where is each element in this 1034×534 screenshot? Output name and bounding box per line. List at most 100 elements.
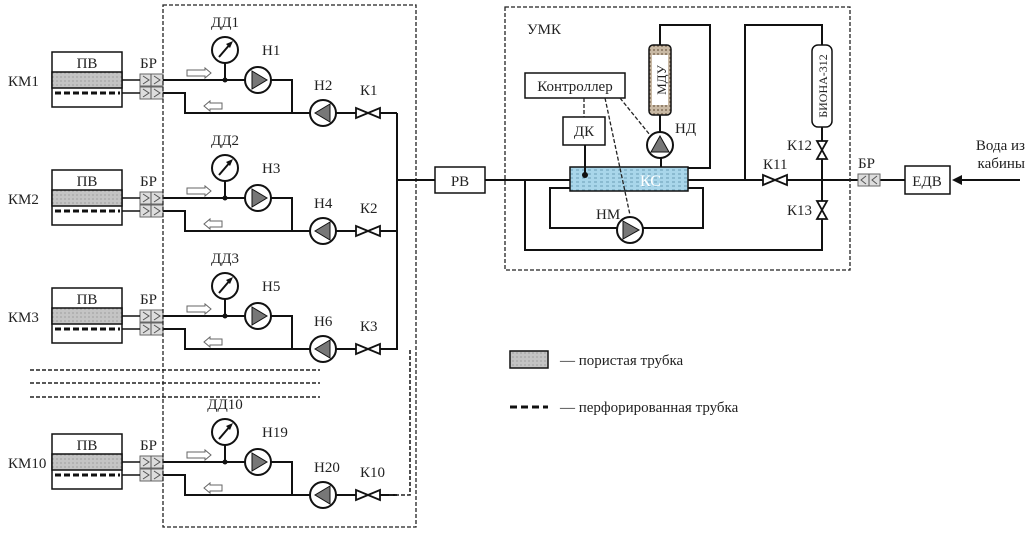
pump-icon <box>309 335 337 363</box>
valve-label: К3 <box>360 319 378 335</box>
br-label: БР <box>140 292 157 308</box>
pump-icon <box>244 448 272 476</box>
k11-valve-icon <box>762 173 788 187</box>
pressure-gauge-label: ДД2 <box>211 133 239 149</box>
flow-left-arrow-icon <box>203 99 223 113</box>
pump-label: Н1 <box>262 43 280 59</box>
pump-icon <box>244 184 272 212</box>
km-label: КМ2 <box>8 192 39 208</box>
flow-right-arrow-icon <box>186 302 212 316</box>
porous-tube <box>51 453 123 471</box>
pv-label: ПВ <box>77 174 98 190</box>
pressure-gauge-label: ДД1 <box>211 15 239 31</box>
pump-icon <box>309 99 337 127</box>
edv-label: ЕДВ <box>912 174 941 190</box>
pump-label: Н5 <box>262 279 280 295</box>
km-label: КМ3 <box>8 310 39 326</box>
ks-chamber <box>569 166 689 192</box>
br-connector <box>139 468 164 482</box>
pump-icon <box>244 66 272 94</box>
rv-box <box>434 166 486 194</box>
br-label: БР <box>140 438 157 454</box>
pv-label: ПВ <box>77 438 98 454</box>
br-label: БР <box>140 56 157 72</box>
pressure-gauge-label: ДД3 <box>211 251 239 267</box>
valve-icon <box>355 342 381 356</box>
valve-label: К10 <box>360 465 385 481</box>
biona-label: БИОНА-312 <box>816 54 830 118</box>
k12-label: К12 <box>787 138 812 154</box>
pump-icon <box>309 217 337 245</box>
br-connector <box>139 455 164 469</box>
pump-label: Н19 <box>262 425 288 441</box>
flow-left-arrow-icon <box>203 217 223 231</box>
br-inlet-label: БР <box>858 156 875 172</box>
umk-boundary <box>504 6 851 271</box>
pump-icon <box>244 302 272 330</box>
inlet-label-2: кабины <box>978 156 1025 172</box>
legend-porous-swatch <box>509 350 549 369</box>
flow-right-arrow-icon <box>186 66 212 80</box>
k11-label: К11 <box>763 157 787 173</box>
legend-porous-label: — пористая трубка <box>559 353 684 369</box>
pump-label: Н2 <box>314 78 332 94</box>
biona-column <box>811 44 833 128</box>
umk-title: УМК <box>527 22 562 38</box>
valve-label: К2 <box>360 201 378 217</box>
pump-label: Н4 <box>314 196 333 212</box>
flow-right-arrow-icon <box>186 448 212 462</box>
pump-icon <box>309 481 337 509</box>
nm-label: НМ <box>596 207 620 223</box>
valve-icon <box>355 106 381 120</box>
edv-box <box>904 165 951 195</box>
nd-pump <box>646 131 674 159</box>
flow-left-arrow-icon <box>203 481 223 495</box>
inlet-label-1: Вода из <box>976 138 1025 154</box>
br-connector <box>139 309 164 323</box>
br-connector <box>139 322 164 336</box>
mdu-label: МДУ <box>654 64 669 95</box>
controller-label: Контроллер <box>537 79 612 95</box>
k13-valve-icon <box>815 200 829 220</box>
pump-label: Н3 <box>262 161 280 177</box>
pressure-gauge-icon <box>211 418 239 446</box>
pv-label: ПВ <box>77 56 98 72</box>
br-connector <box>139 204 164 218</box>
porous-tube <box>51 71 123 89</box>
pump-block-boundary <box>162 4 417 528</box>
pump-label: Н20 <box>314 460 340 476</box>
br-connector <box>139 191 164 205</box>
flow-left-arrow-icon <box>203 335 223 349</box>
pressure-gauge-icon <box>211 272 239 300</box>
nm-pump <box>616 216 644 244</box>
porous-tube <box>51 189 123 207</box>
pressure-gauge-icon <box>211 154 239 182</box>
k13-label: К13 <box>787 203 812 219</box>
rv-label: РВ <box>451 174 469 190</box>
km-label: КМ1 <box>8 74 39 90</box>
valve-icon <box>355 224 381 238</box>
nd-label: НД <box>675 121 696 137</box>
pressure-gauge-label: ДД10 <box>207 397 242 413</box>
k12-valve-icon <box>815 140 829 160</box>
pressure-gauge-icon <box>211 36 239 64</box>
valve-label: К1 <box>360 83 378 99</box>
pv-label: ПВ <box>77 292 98 308</box>
pump-label: Н6 <box>314 314 333 330</box>
km-label: КМ10 <box>8 456 46 472</box>
br-label: БР <box>140 174 157 190</box>
br-connector <box>139 86 164 100</box>
dk-label: ДК <box>574 124 595 140</box>
br-connector <box>139 73 164 87</box>
porous-tube <box>51 307 123 325</box>
valve-icon <box>355 488 381 502</box>
ks-label: КС <box>640 173 661 190</box>
controller-box <box>524 72 626 99</box>
flow-right-arrow-icon <box>186 184 212 198</box>
br-inlet-connector <box>857 173 881 187</box>
